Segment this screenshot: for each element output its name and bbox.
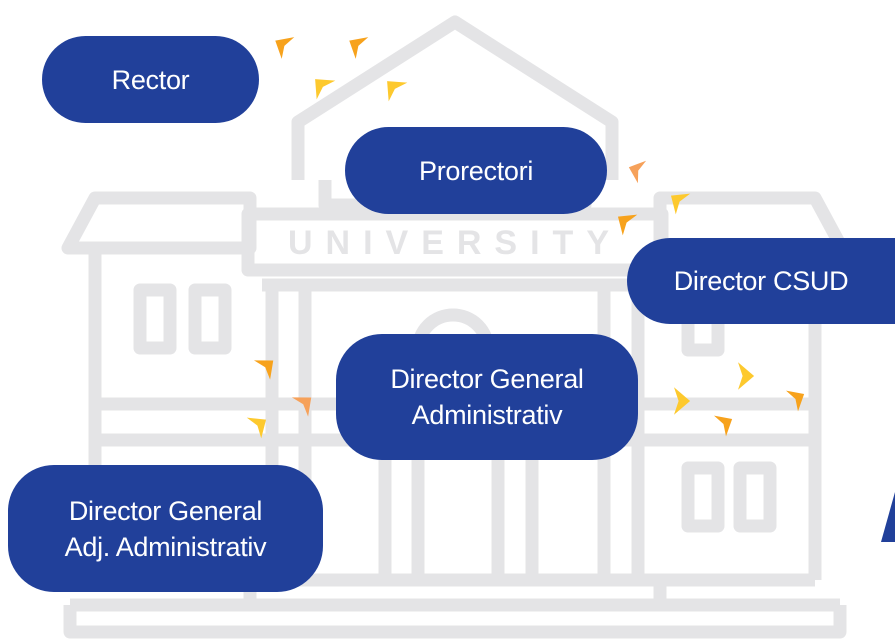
building-window [133, 283, 177, 355]
arrow-icon [624, 155, 647, 184]
arrow-icon [786, 383, 811, 412]
director-csud-node: Director CSUD [627, 238, 895, 324]
rector-label: Rector [111, 64, 190, 95]
dga-label-line-2: Administrativ [411, 400, 563, 430]
building-tower-roof [291, 15, 619, 180]
dga-label-line-1: Director General [390, 364, 584, 394]
building-window [188, 283, 232, 355]
building-sign-text: UNIVERSITY [288, 224, 622, 262]
edge-shape-icon [881, 492, 895, 542]
director-csud-label: Director CSUD [673, 266, 849, 296]
director-general-adj-administrativ-node: Director General Adj. Administrativ [8, 465, 323, 592]
dgaa-label-line-2: Adj. Administrativ [64, 531, 267, 562]
arrow-icon [674, 387, 691, 415]
arrow-icon [610, 206, 638, 236]
building-column [491, 450, 539, 575]
arrow-icon [738, 362, 755, 390]
arrow-icon [268, 29, 295, 59]
arrow-icon [377, 71, 408, 102]
dgaa-label-line-1: Director General [68, 495, 263, 526]
arrow-icon [305, 69, 336, 100]
building-column [378, 450, 425, 575]
rector-node: Rector [42, 36, 259, 123]
building-window [733, 461, 777, 533]
arrow-icon [342, 29, 369, 59]
building-window [681, 461, 725, 533]
arrow-icon [246, 409, 274, 439]
prorectori-label: Prorectori [418, 155, 534, 186]
arrow-icon [663, 185, 691, 215]
arrow-icon [714, 408, 739, 437]
prorectori-node: Prorectori [345, 127, 607, 214]
director-general-administrativ-node: Director General Administrativ [336, 334, 638, 460]
arrow-icon [253, 350, 282, 380]
arrow-icon [291, 387, 320, 417]
